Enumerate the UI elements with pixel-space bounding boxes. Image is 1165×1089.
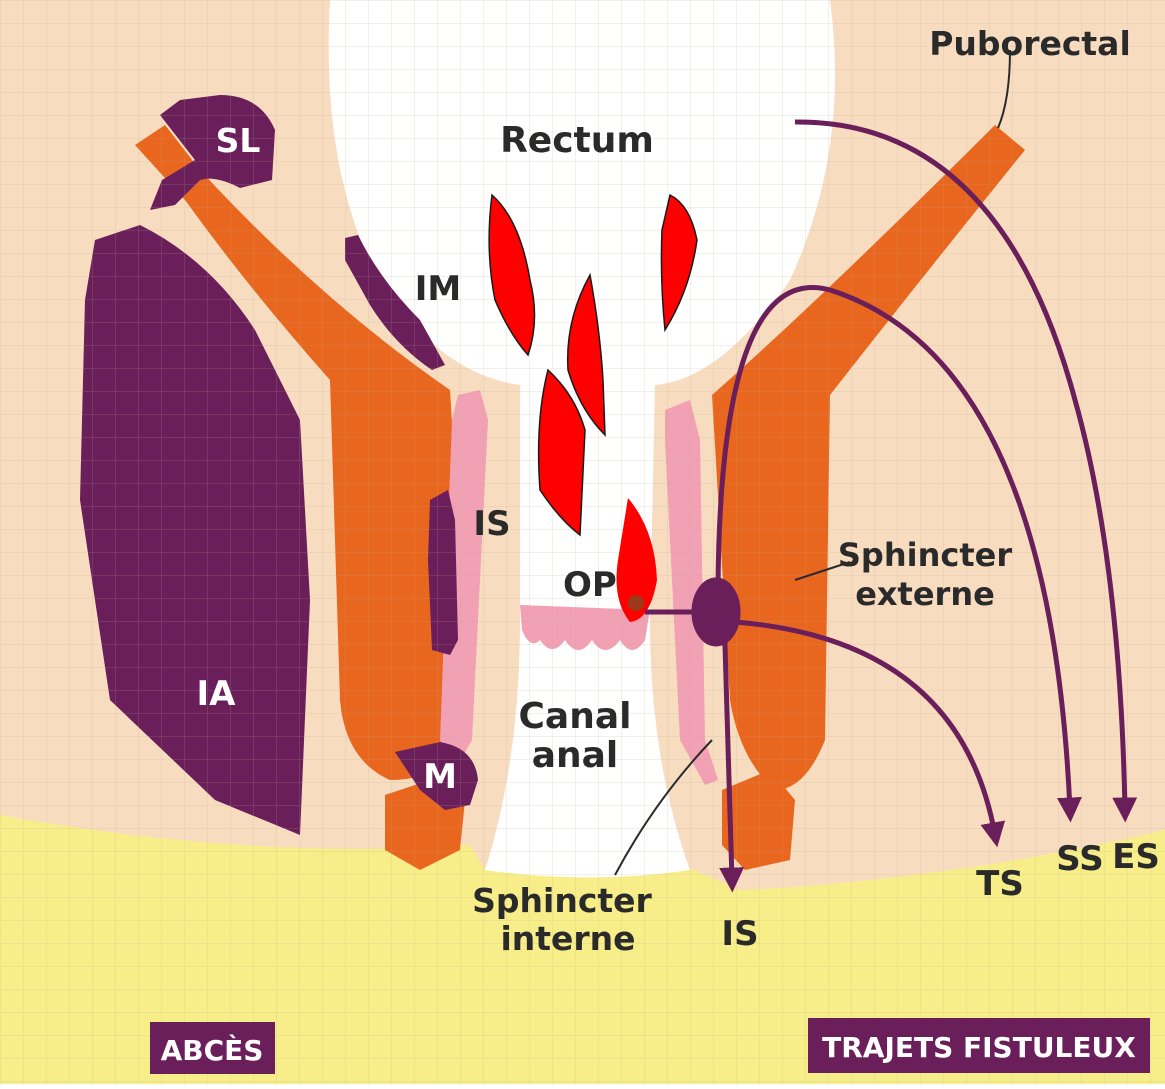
label-fistula-ss: SS	[1056, 839, 1103, 879]
label-canal: Canal	[519, 696, 632, 737]
label-puborectal: Puborectal	[929, 24, 1131, 63]
label-is-abscess: IS	[473, 504, 510, 544]
label-sl: SL	[216, 121, 261, 160]
trajets-box-label: TRAJETS FISTULEUX	[822, 1031, 1136, 1064]
abces-box: ABCÈS	[150, 1022, 275, 1074]
label-sphincter-externe-1: Sphincter	[838, 536, 1012, 574]
label-im: IM	[415, 269, 461, 309]
label-op: OP	[563, 565, 617, 605]
label-rectum: Rectum	[500, 120, 654, 161]
fistula-internal-opening	[628, 595, 644, 611]
label-ia: IA	[197, 674, 237, 714]
label-anal: anal	[532, 735, 619, 776]
label-m: M	[423, 757, 457, 797]
label-sphincter-interne-1: Sphincter	[472, 881, 652, 920]
label-sphincter-externe-2: externe	[855, 575, 995, 613]
trajets-box: TRAJETS FISTULEUX	[808, 1018, 1150, 1073]
abces-box-label: ABCÈS	[161, 1033, 264, 1067]
label-fistula-is: IS	[721, 914, 758, 954]
label-fistula-es: ES	[1112, 837, 1160, 877]
label-fistula-ts: TS	[976, 864, 1024, 904]
label-sphincter-interne-2: interne	[500, 919, 635, 958]
